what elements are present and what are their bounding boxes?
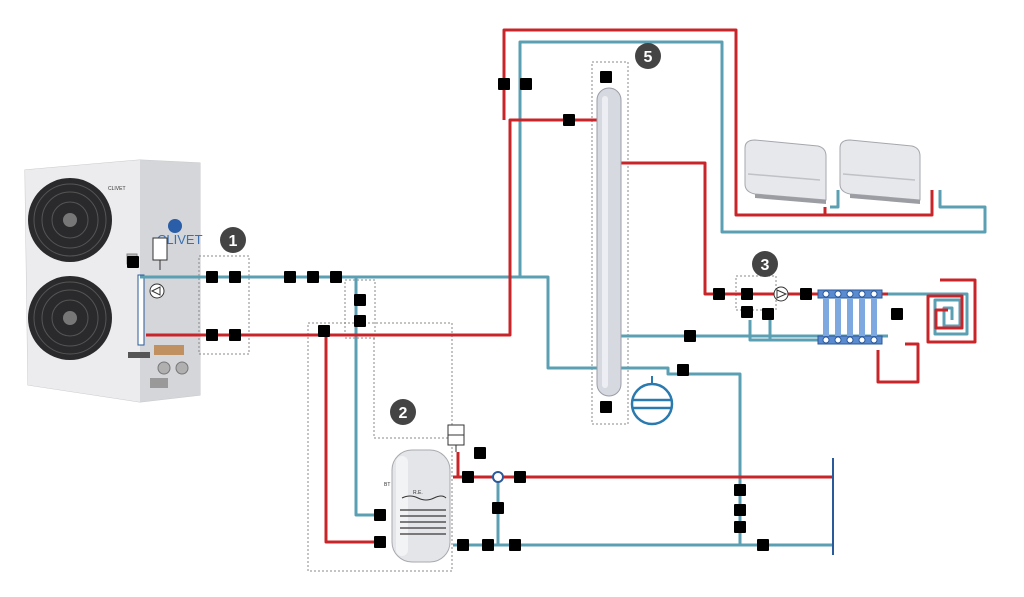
group-5-box [591,61,629,425]
valve-icon [600,71,612,83]
valve-icon [330,271,342,283]
marker-3: 3 [752,251,778,277]
marker-5: 5 [635,43,661,69]
valve-icon [514,471,526,483]
valve-icon [684,330,696,342]
hot-pipes [146,28,977,544]
valve-icon [713,288,725,300]
marker-5-label: 5 [644,49,653,66]
valve-icon [229,329,241,341]
valve-icon [509,539,521,551]
pump-icon [773,286,789,302]
valve-icon [498,78,510,90]
valve-icon [741,288,753,300]
marker-1-label: 1 [229,233,238,250]
valve-icon [318,325,330,337]
valve-icon [374,509,386,521]
mixing-node-icon [492,471,504,483]
valve-icon [734,504,746,516]
valve-icon [600,401,612,413]
valve-icon [734,484,746,496]
valve-icon [800,288,812,300]
valve-icon [741,306,753,318]
valve-icon [677,364,689,376]
inertial-tank [596,87,622,397]
heat-pump-unit: CLIVET CLIVET [24,159,203,403]
fan-coil-unit [839,139,921,204]
brand-logo-icon [168,219,182,233]
valve-icon [474,447,486,459]
valve-icon [492,502,504,514]
brand-small-label: CLIVET [108,186,126,192]
fan-icon [28,178,112,262]
valve-icon [757,539,769,551]
valve-icon [563,114,575,126]
fan-coil-unit [744,139,827,204]
tank-label-coil: R.E. [413,490,423,496]
group-1-box [198,255,250,355]
valve-icon [762,308,774,320]
marker-2-label: 2 [399,405,408,422]
valve-icon [206,329,218,341]
valve-icon [354,315,366,327]
valve-icon [307,271,319,283]
diverter-box [344,279,376,339]
valve-icon [482,539,494,551]
manifold-icon [817,289,883,345]
valve-icon [229,271,241,283]
valve-icon [206,271,218,283]
dhw-tank: BT R.E. [384,449,451,563]
marker-1: 1 [220,227,246,253]
valve-icon [127,256,139,268]
marker-3-label: 3 [761,257,770,274]
group-2-box [307,322,453,572]
valve-icon [457,539,469,551]
valve-icon [891,308,903,320]
fan-icon [28,276,112,360]
valve-icon [520,78,532,90]
valve-icon [374,536,386,548]
valve-icon [284,271,296,283]
heat-exchanger-icon [630,376,674,426]
expansion-vessel-icon [447,424,465,452]
valve-icon [734,521,746,533]
valve-icon [462,471,474,483]
group-2-link [373,338,463,439]
valve-icon [354,294,366,306]
brand-label: CLIVET [157,232,203,247]
tank-label-top: BT [384,482,390,488]
marker-2: 2 [390,399,416,425]
